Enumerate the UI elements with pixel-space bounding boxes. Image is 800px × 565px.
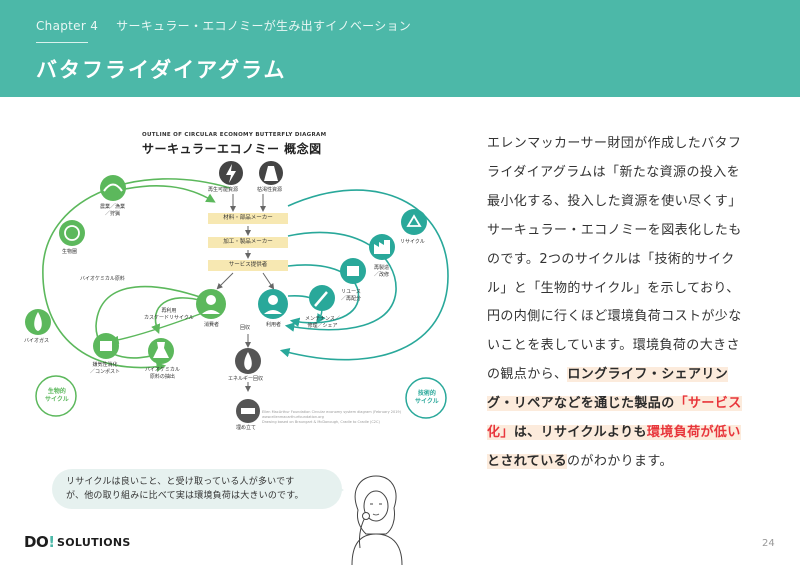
bio-loop-inner <box>151 297 204 334</box>
page-number: 24 <box>762 538 775 549</box>
bio-cycle-badge <box>35 375 77 417</box>
biosphere-label: 生物圏 <box>62 249 78 255</box>
biosphere-icon <box>59 220 85 246</box>
farming-icon <box>100 175 126 201</box>
product-maker-box: 加工・製品メーカー <box>208 237 288 248</box>
company-logo: DO!SOLUTIONS <box>24 533 131 551</box>
cascade-label: 再利用カスケードリサイクル <box>144 308 194 321</box>
bio-to-digest <box>110 310 209 345</box>
biochem-label: バイオケミカル原料 <box>80 276 125 282</box>
farming-label: 農業／漁業／狩猟 <box>100 204 126 217</box>
bio-loop-middle <box>95 285 204 359</box>
recycle-label: リサイクル <box>400 239 425 245</box>
highlight-low-impact: 環境負荷が低い <box>646 425 741 441</box>
tech-cycle-label: 技術的サイクル <box>415 390 439 406</box>
logo-do: DO <box>24 533 49 551</box>
logo-solutions: SOLUTIONS <box>57 535 131 549</box>
finite-label: 枯渇性資源 <box>257 187 283 193</box>
landfill-label: 埋め立て <box>236 425 257 431</box>
recovery-label: 回収 <box>240 325 251 331</box>
body-tail: のがわかります。 <box>567 453 673 469</box>
bio-cycle-label: 生物的サイクル <box>45 388 69 404</box>
speech-line-1: リサイクルは良いこと、と受け取っている人が多いです <box>66 477 295 487</box>
consumer-label: 消費者 <box>204 322 220 328</box>
renewable-label: 再生可能資源 <box>208 187 239 193</box>
service-provider-box: サービス提供者 <box>208 260 288 271</box>
digest-label: 嫌気性消化／コンポスト <box>90 362 121 375</box>
biogas-label: バイオガス <box>24 338 50 344</box>
chapter-divider <box>36 42 88 43</box>
bio-loop-outer <box>42 178 231 372</box>
butterfly-diagram: OUTLINE OF CIRCULAR ECONOMY BUTTERFLY DI… <box>18 126 462 431</box>
diagram-title: サーキュラーエコノミー 概念図 <box>142 142 322 156</box>
chapter-title: サーキュラー・エコノミーが生み出すイノベーション <box>116 19 412 33</box>
user-label: 利用者 <box>266 322 282 328</box>
chapter-label: Chapter 4 サーキュラー・エコノミーが生み出すイノベーション <box>36 17 411 34</box>
body-intro: エレンマッカーサー財団が作成したバタフライダイアグラムは「新たな資源の投入を最小… <box>487 136 742 267</box>
highlight-than-recycle: は、リサイクルよりも <box>513 425 647 441</box>
diagram-credit: Ellen MacArthur Foundation Circular econ… <box>262 410 402 424</box>
maintenance-label: メンテナンス／修理／シェア <box>305 316 340 329</box>
highlight-considered: とされている <box>487 453 568 469</box>
body-cycles: 2つのサイクルは「技術的サイクル」と「生物的サイクル」を示しており、円の内側に行… <box>487 251 742 383</box>
diagram-subtitle: OUTLINE OF CIRCULAR ECONOMY BUTTERFLY DI… <box>142 132 327 138</box>
page-title: バタフライダイアグラム <box>36 58 287 82</box>
speech-bubble <box>52 469 342 509</box>
energy-recovery-label: エネルギー回収 <box>228 376 264 382</box>
reuse-label: リユース／再配分 <box>341 289 362 302</box>
tech-loop-outer <box>279 189 449 361</box>
diagram-graphics <box>25 161 449 423</box>
bio-return <box>115 185 216 203</box>
remake-label: 再製造／改修 <box>374 265 390 278</box>
logo-bang: ! <box>48 533 56 551</box>
woman-thinking-illustration <box>351 475 403 565</box>
tech-loop-middle <box>284 231 397 332</box>
tech-cycle-badge <box>405 377 447 419</box>
recycle-icon <box>401 209 427 235</box>
materials-maker-box: 材料・部品メーカー <box>208 213 288 224</box>
speech-line-2: が、他の取り組みに比べて実は環境負荷は大きいのです。 <box>66 491 304 501</box>
chapter-number: Chapter 4 <box>36 19 99 33</box>
header-band: Chapter 4 サーキュラー・エコノミーが生み出すイノベーション バタフライダ… <box>0 0 800 97</box>
speech-bubble-tail <box>334 484 344 496</box>
body-paragraph: エレンマッカーサー財団が作成したバタフライダイアグラムは「新たな資源の投入を最小… <box>487 130 749 477</box>
extract-label: バイオケミカル原料の抽出 <box>145 367 180 380</box>
